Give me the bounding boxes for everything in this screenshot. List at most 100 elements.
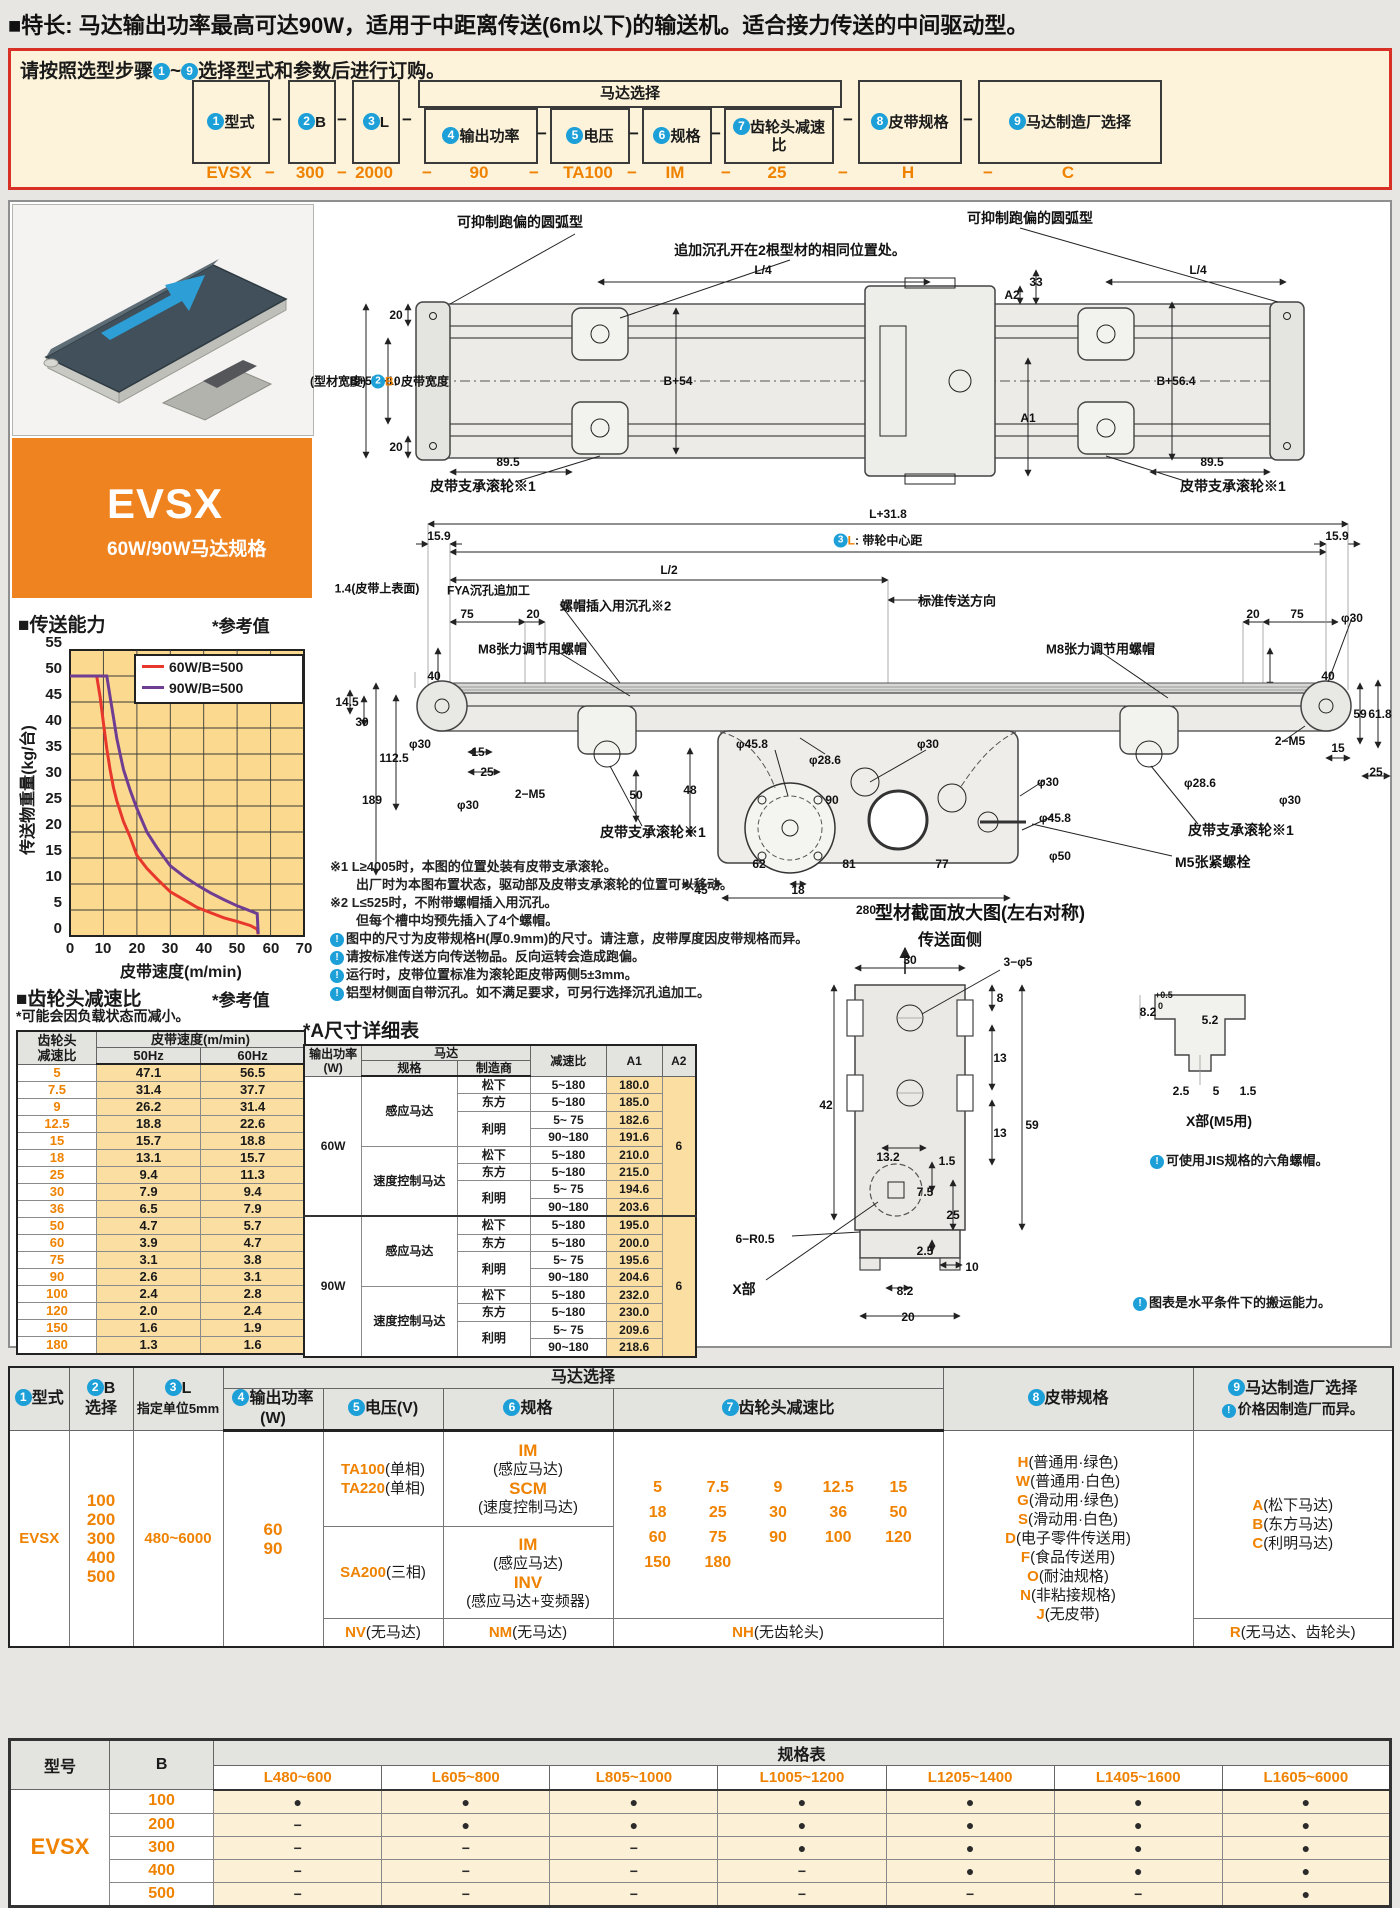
ot-ratio-desc: (无齿轮头) [753, 1623, 824, 1641]
dim-895-right: 89.5 [1200, 455, 1224, 469]
flow-label-ratio: 齿轮头减速比 [750, 118, 826, 154]
note-6: 铝型材侧面自带沉孔。如不满足要求，可另行选择沉孔追加工。 [346, 985, 711, 1000]
ot-maker-list: A(松下马达) B(东方马达) C(利明马达) [1192, 1430, 1394, 1619]
ot-ratio: 15 [889, 1479, 908, 1496]
badge-3: 3 [164, 1379, 182, 1396]
ot-ratio-r3: NH(无齿轮头) [612, 1618, 944, 1647]
example-dash: − [721, 163, 731, 182]
dim-25-right: 25 [1369, 765, 1383, 779]
gear-60: 1.6 [200, 1336, 306, 1355]
a-ratio: 90~180 [530, 1268, 607, 1287]
a-maker: 松下 [456, 1215, 532, 1235]
badge-6: 6 [503, 1399, 521, 1416]
tilde: ~ [170, 61, 182, 82]
note-3: 图中的尺寸为皮带规格H(厚0.9mm)的尺寸。请注意，皮带厚度因皮带规格而异。 [346, 931, 809, 946]
gear-ratio: 50 [16, 1217, 97, 1235]
st-cell: − [549, 1858, 719, 1883]
ot-h-type: 型式 [31, 1390, 64, 1407]
st-b: 500 [109, 1881, 215, 1907]
a-90w: 90W [303, 1215, 363, 1358]
xtick: 60 [262, 940, 280, 957]
gear-60: 15.7 [200, 1149, 306, 1167]
example-belt: H [901, 163, 915, 182]
dim-280: 280 [855, 903, 877, 917]
gear-ratio: 180 [16, 1336, 97, 1355]
ot-belt-desc: (滑动用·绿色) [1028, 1491, 1119, 1509]
ytick: 35 [45, 738, 62, 755]
info-icon: ! [330, 933, 344, 947]
st-cell: ● [213, 1789, 383, 1814]
dim-2m5-right: 2−M5 [1274, 734, 1306, 748]
gear-ratio: 18 [16, 1149, 97, 1167]
gear-50: 2.0 [95, 1302, 202, 1320]
gear-60: 2.8 [200, 1285, 306, 1303]
gear-ratio: 15 [16, 1132, 97, 1150]
a-ratio: 5~180 [530, 1093, 607, 1112]
dim-phi458-center: φ45.8 [736, 737, 768, 751]
legend-swatch-90w [142, 686, 164, 689]
st-row: 300 −−−●●●● [10, 1835, 1392, 1860]
st-cell: − [213, 1835, 383, 1860]
gear-50: 1.3 [95, 1336, 202, 1355]
dim-b564: B+56.4 [1156, 374, 1196, 388]
ot-h-motor-select: 马达选择 [222, 1366, 944, 1389]
conveyor-illustration [13, 205, 313, 435]
ot-ratio: 60 [648, 1529, 667, 1546]
flow-label-maker: 马达制造厂选择 [1025, 113, 1131, 131]
instruction-prefix: 请按照选型步骤 [20, 61, 154, 82]
cs-dim-132: 13.2 [876, 1150, 900, 1164]
ytick: 15 [45, 842, 62, 859]
cs-xd-5: 5 [1212, 1084, 1220, 1098]
ot-ratio: 25 [708, 1504, 727, 1521]
note-5: 运行时，皮带位置标准为滚轮距皮带两侧5±3mm。 [346, 967, 638, 982]
flow-dash: − [337, 110, 347, 129]
dim-59: 59 [1353, 707, 1367, 721]
gear-50: 13.1 [95, 1149, 202, 1167]
example-ratio: 25 [767, 163, 787, 182]
chart-title: ■传送能力 [18, 615, 106, 636]
badge-9: 9 [1228, 1378, 1246, 1396]
example-spec: IM [665, 163, 685, 182]
gear-h-speed: 皮带速度(m/min) [95, 1030, 306, 1048]
ot-b: 100 [86, 1490, 116, 1510]
cs-dim-13a: 13 [993, 1051, 1007, 1065]
gear-50: 18.8 [95, 1115, 202, 1133]
a-a1: 210.0 [605, 1145, 663, 1165]
dim-2m5-left: 2−M5 [514, 787, 546, 801]
label-support-roller-sv-right: 皮带支承滚轮※1 [1188, 822, 1294, 838]
badge-1: 1 [14, 1389, 32, 1406]
ot-belt-code: H [1017, 1453, 1029, 1471]
badge-3: 3 [362, 112, 380, 130]
st-cell: ● [381, 1789, 551, 1814]
cs-xd-tol-plus: +0.5 [1155, 990, 1173, 1000]
a-a1: 191.6 [605, 1128, 663, 1147]
ot-ratio: 36 [829, 1504, 848, 1521]
ot-h-l: L [181, 1380, 192, 1397]
legend-label-60w: 60W/B=500 [169, 658, 244, 675]
ot-spec-r2: IM (感应马达) INV (感应马达+变频器) [442, 1526, 614, 1619]
ot-belt-code: J [1036, 1605, 1045, 1623]
st-cell: ● [381, 1812, 551, 1837]
gear-ratio: 120 [16, 1302, 97, 1320]
cs-dim-42: 42 [819, 1098, 833, 1112]
a-ratio: 5~180 [530, 1215, 607, 1235]
st-l-col: L1205~1400 [885, 1765, 1055, 1791]
ot-belt-desc: (普通用·绿色) [1028, 1453, 1119, 1471]
st-cell: − [717, 1881, 887, 1907]
dim-20-left: 20 [526, 607, 540, 621]
side-view-drawing [346, 520, 1391, 902]
dim-phi30-left: φ30 [409, 737, 431, 751]
top-view-drawing [362, 227, 1305, 485]
